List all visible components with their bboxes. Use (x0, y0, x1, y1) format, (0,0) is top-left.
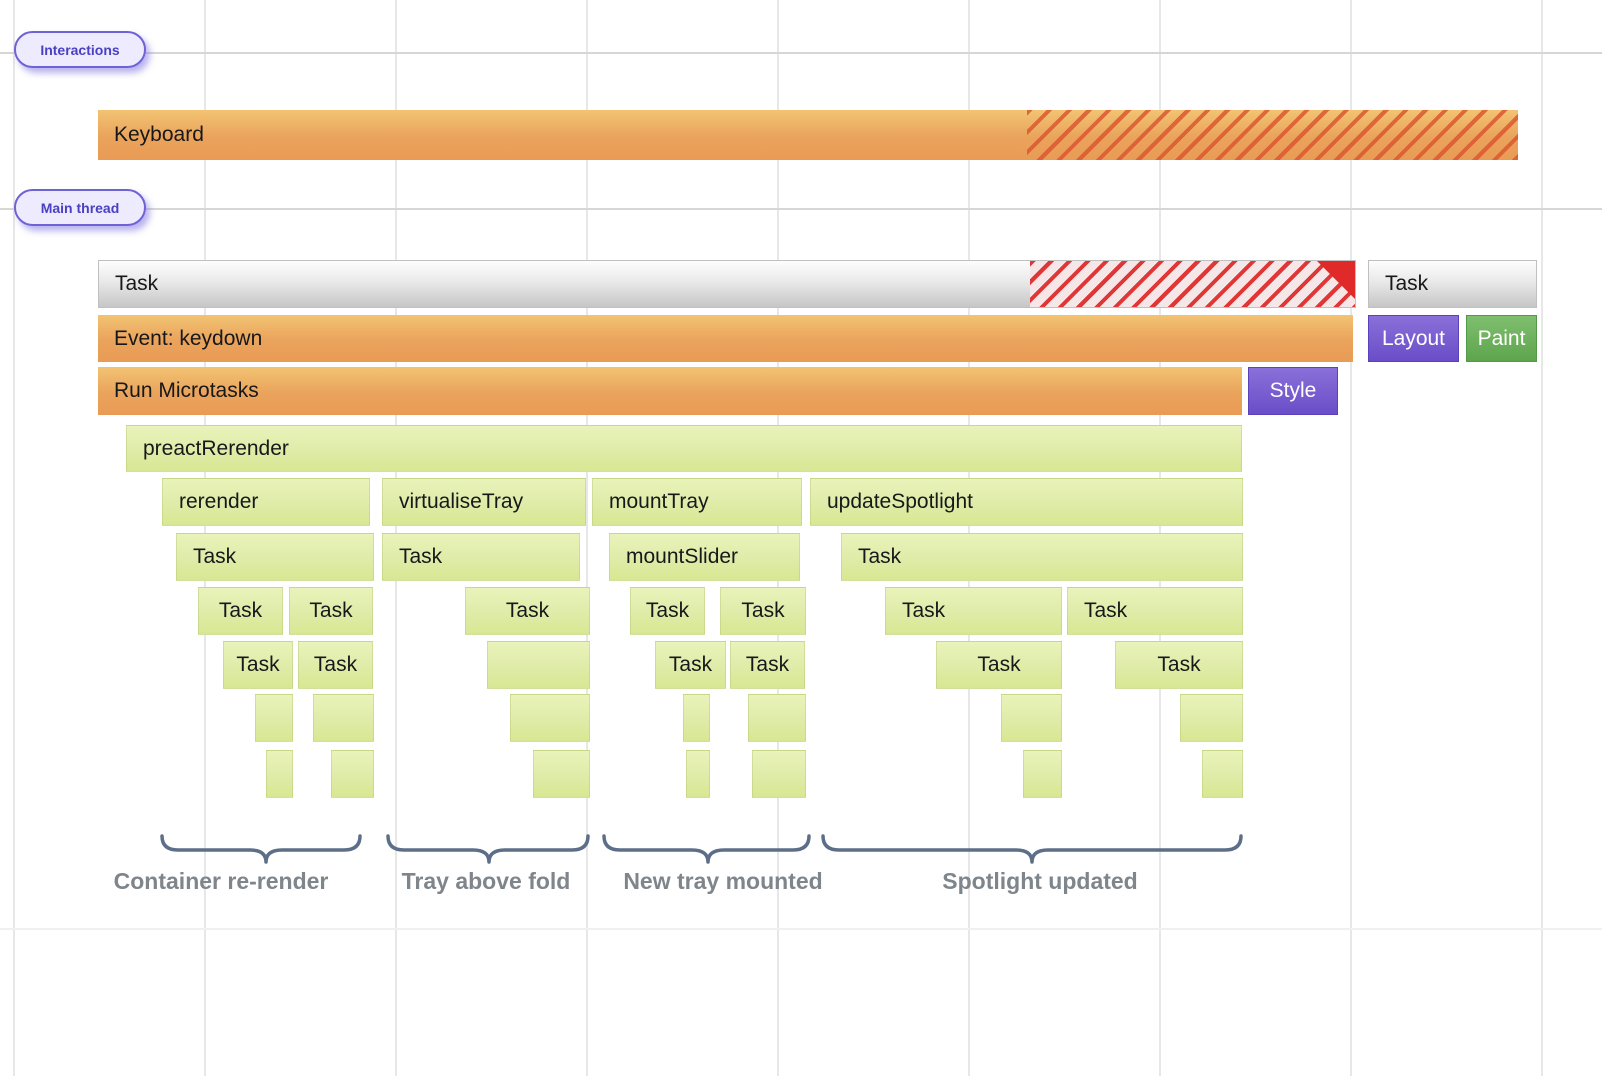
task-c7-label: Task (1084, 599, 1128, 622)
gridline-vertical (586, 0, 588, 1076)
frame-f3[interactable] (533, 750, 590, 798)
frame-f7[interactable] (1202, 750, 1243, 798)
task-b3[interactable]: Task (841, 533, 1243, 581)
task-b2-label: Task (399, 545, 443, 568)
fn-virtualise-tray[interactable]: virtualiseTray (382, 478, 586, 526)
task-d5[interactable]: Task (730, 641, 805, 689)
task-main-warning-triangle-icon (1317, 261, 1355, 301)
fn-rerender[interactable]: rerender (162, 478, 370, 526)
fn-mount-slider-label: mountSlider (626, 545, 739, 568)
gridline-horizontal (0, 208, 1602, 210)
task-right-label: Task (1385, 272, 1429, 295)
frame-e1[interactable] (255, 694, 293, 742)
task-b2[interactable]: Task (382, 533, 580, 581)
task-d6-label: Task (977, 653, 1021, 676)
paint[interactable]: Paint (1466, 315, 1537, 362)
new-tray-mounted-brace (602, 834, 811, 864)
fn-virtualise-tray-label: virtualiseTray (399, 490, 524, 513)
layout[interactable]: Layout (1368, 315, 1459, 362)
interaction-keyboard-label: Keyboard (114, 123, 204, 146)
frame-e7[interactable] (1180, 694, 1243, 742)
task-c6[interactable]: Task (885, 587, 1062, 635)
event-keydown-label: Event: keydown (114, 326, 263, 350)
fn-update-spotlight-label: updateSpotlight (827, 490, 973, 513)
frame-f4[interactable] (686, 750, 710, 798)
task-c1-label: Task (218, 599, 263, 622)
task-b1-label: Task (193, 545, 237, 568)
task-c3[interactable]: Task (465, 587, 590, 635)
fn-mount-tray[interactable]: mountTray (592, 478, 802, 526)
main-thread-track-pill[interactable]: Main thread (14, 189, 146, 226)
task-d1[interactable]: Task (223, 641, 293, 689)
task-c5-label: Task (741, 599, 785, 622)
gridline-horizontal (0, 928, 1602, 930)
container-re-render-brace (160, 834, 362, 864)
gridline-vertical (1541, 0, 1543, 1076)
gridline-vertical (1350, 0, 1352, 1076)
task-c3-label: Task (505, 599, 550, 622)
frame-e5[interactable] (748, 694, 806, 742)
frame-f6[interactable] (1023, 750, 1062, 798)
frame-e6[interactable] (1001, 694, 1062, 742)
frame-f5[interactable] (752, 750, 806, 798)
task-right[interactable]: Task (1368, 260, 1537, 308)
preact-rerender-label: preactRerender (143, 436, 289, 460)
frame-e2[interactable] (313, 694, 374, 742)
layout-label: Layout (1381, 326, 1446, 350)
gridline-vertical (13, 0, 15, 1076)
task-d7[interactable]: Task (1115, 641, 1243, 689)
frame-f2[interactable] (331, 750, 374, 798)
task-b3-label: Task (858, 545, 902, 568)
spotlight-updated-caption: Spotlight updated (942, 868, 1138, 894)
event-keydown[interactable]: Event: keydown (98, 315, 1353, 362)
frame-f1[interactable] (266, 750, 293, 798)
task-main[interactable]: Task (98, 260, 1356, 308)
tray-above-fold-brace (386, 834, 590, 864)
interactions-track-pill[interactable]: Interactions (14, 31, 146, 68)
frame-e4[interactable] (683, 694, 710, 742)
frame-d3[interactable] (487, 641, 590, 689)
interactions-track-label: Interactions (40, 41, 120, 58)
task-main-label: Task (115, 272, 159, 295)
run-microtasks-label: Run Microtasks (114, 379, 259, 402)
interaction-keyboard[interactable]: Keyboard (98, 110, 1518, 160)
interaction-keyboard-hatched-region (1027, 110, 1518, 160)
task-b1[interactable]: Task (176, 533, 374, 581)
gridline-horizontal (0, 52, 1602, 54)
task-d2[interactable]: Task (298, 641, 373, 689)
tray-above-fold-caption: Tray above fold (401, 868, 571, 894)
fn-update-spotlight[interactable]: updateSpotlight (810, 478, 1243, 526)
run-microtasks[interactable]: Run Microtasks (98, 367, 1242, 415)
fn-mount-tray-label: mountTray (609, 490, 709, 513)
task-c4[interactable]: Task (630, 587, 705, 635)
main-thread-track-label: Main thread (40, 199, 120, 216)
paint-label: Paint (1477, 326, 1526, 350)
preact-rerender[interactable]: preactRerender (126, 425, 1242, 472)
style[interactable]: Style (1248, 367, 1338, 415)
task-c6-label: Task (902, 599, 946, 622)
new-tray-mounted-caption: New tray mounted (623, 868, 823, 894)
task-c2-label: Task (309, 599, 353, 622)
container-re-render-caption: Container re-render (113, 868, 329, 894)
task-d7-label: Task (1157, 653, 1201, 676)
task-c1[interactable]: Task (198, 587, 283, 635)
task-c2[interactable]: Task (289, 587, 373, 635)
task-d1-label: Task (236, 653, 280, 676)
style-label: Style (1269, 379, 1317, 402)
frame-e3[interactable] (510, 694, 590, 742)
task-d5-label: Task (745, 653, 790, 676)
fn-rerender-label: rerender (179, 490, 259, 513)
task-main-hatched-region (1030, 261, 1355, 307)
task-d2-label: Task (313, 653, 358, 676)
spotlight-updated-brace (821, 834, 1243, 864)
task-d4[interactable]: Task (655, 641, 726, 689)
task-c5[interactable]: Task (720, 587, 806, 635)
task-d4-label: Task (668, 653, 713, 676)
fn-mount-slider[interactable]: mountSlider (609, 533, 800, 581)
task-c4-label: Task (645, 599, 690, 622)
task-c7[interactable]: Task (1067, 587, 1243, 635)
task-d6[interactable]: Task (936, 641, 1062, 689)
